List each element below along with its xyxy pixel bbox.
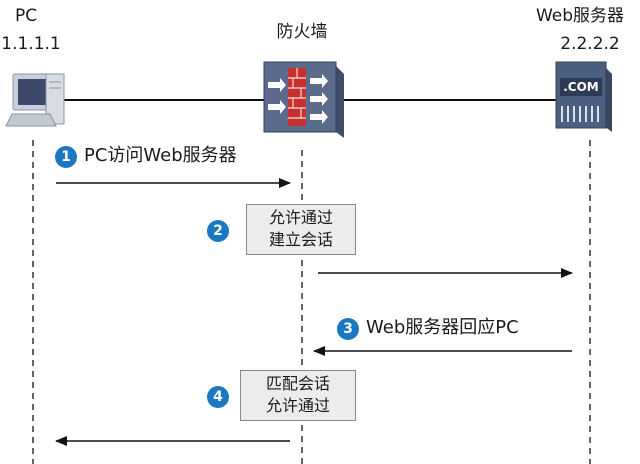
step2-line2: 建立会话	[268, 230, 333, 249]
step2-line1: 允许通过	[268, 208, 333, 227]
step-badge-3: 3	[337, 318, 359, 340]
step-badge-4: 4	[207, 386, 229, 408]
server-logo-text: .COM	[563, 80, 599, 94]
server-ip-label: 2.2.2.2	[560, 34, 620, 54]
step4-note: 匹配会话 允许通过	[240, 370, 356, 421]
step-badge-2: 2	[207, 220, 229, 242]
server-name-label: Web服务器	[535, 6, 625, 26]
step-badge-1: 1	[55, 146, 77, 168]
step4-line1: 匹配会话	[265, 374, 330, 393]
server-icon	[555, 61, 612, 132]
step2-note: 允许通过 建立会话	[246, 204, 356, 255]
firewall-name-label: 防火墙	[276, 22, 328, 42]
pc-icon	[5, 73, 65, 127]
step1-text: PC访问Web服务器	[84, 145, 237, 166]
step4-line2: 允许通过	[265, 396, 330, 415]
pc-ip-label: 1.1.1.1	[1, 34, 61, 54]
firewall-icon	[263, 61, 344, 138]
pc-name-label: PC	[14, 6, 38, 26]
step3-text: Web服务器回应PC	[366, 317, 519, 338]
